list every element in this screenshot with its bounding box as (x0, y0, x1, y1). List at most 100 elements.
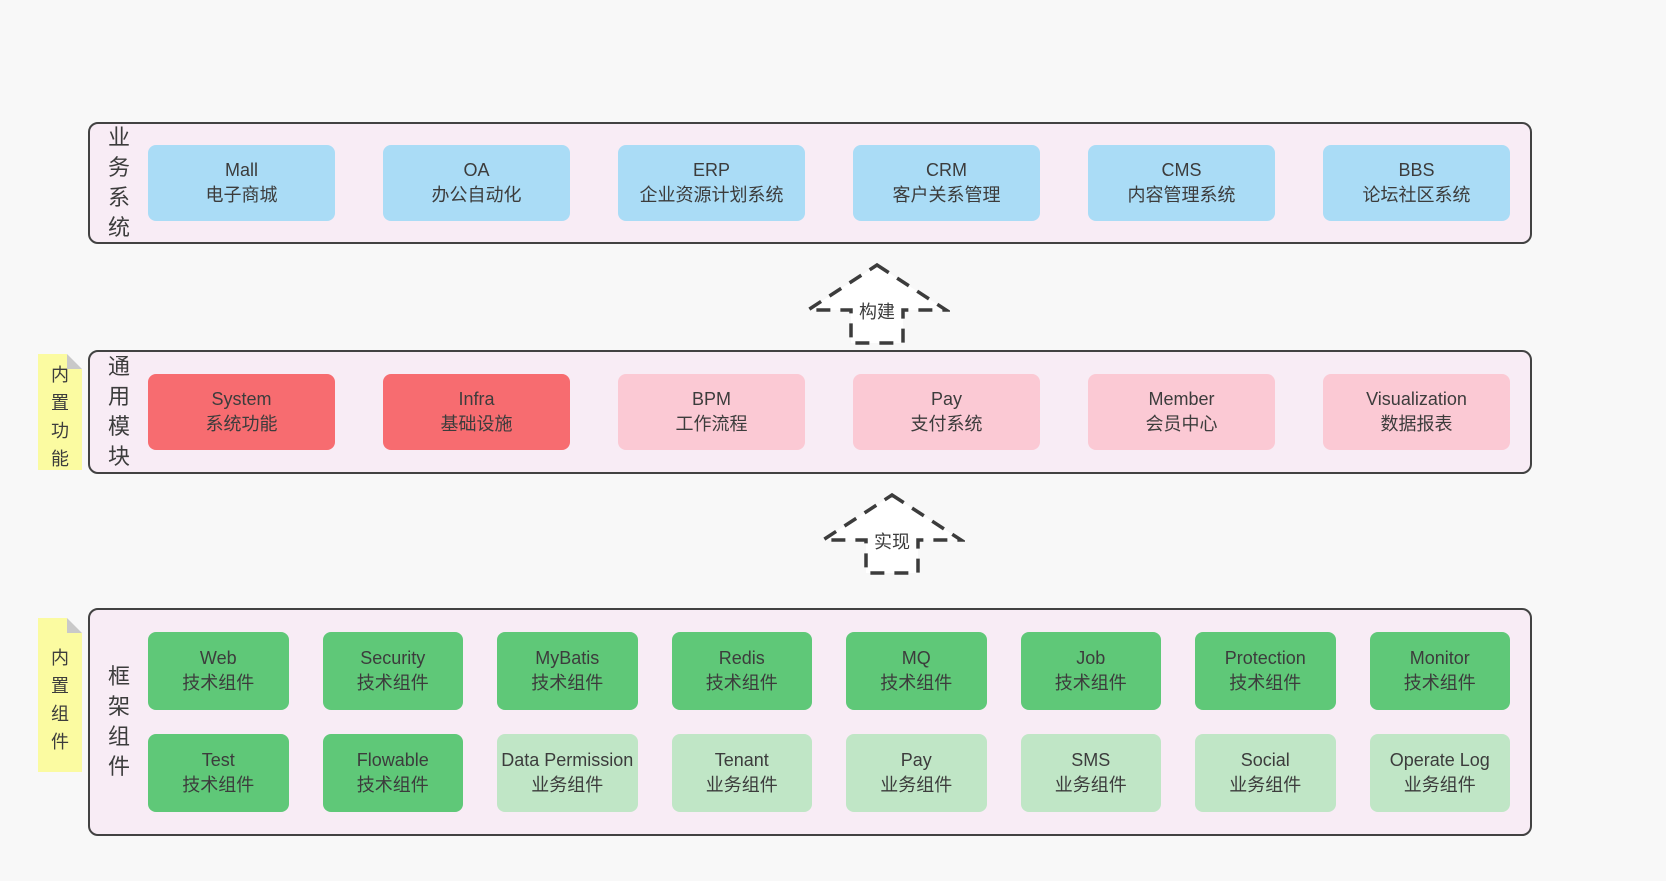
box-erp: ERP 企业资源计划系统 (618, 145, 805, 221)
layer-framework-components: 框架组件 Web 技术组件 Security 技术组件 MyBatis 技术组件… (88, 608, 1532, 836)
folded-corner-icon (67, 354, 82, 369)
box-title: MQ (901, 648, 931, 668)
box-mybatis: MyBatis 技术组件 (497, 632, 638, 710)
box-title: Mall (224, 160, 258, 180)
box-subtitle: 业务组件 (1403, 775, 1476, 795)
box-title: ERP (692, 160, 730, 180)
box-mq: MQ 技术组件 (846, 632, 987, 710)
box-operate-log: Operate Log 业务组件 (1369, 734, 1510, 812)
box-title: Infra (458, 389, 495, 409)
layer-modules-content: System 系统功能 Infra 基础设施 BPM 工作流程 Pay 支付系统… (148, 374, 1510, 450)
sticky-note-text: 内置组件 (51, 648, 69, 752)
box-subtitle: 会员中心 (1145, 414, 1218, 434)
box-subtitle: 工作流程 (675, 414, 748, 434)
box-title: Data Permission (501, 750, 634, 770)
layer-common-modules: 通用模块 System 系统功能 Infra 基础设施 BPM 工作流程 Pay… (88, 350, 1532, 474)
box-title: Test (201, 750, 235, 770)
sticky-note-built-in-components: 内置组件 (38, 618, 82, 772)
box-subtitle: 技术组件 (182, 775, 255, 795)
box-bpm: BPM 工作流程 (618, 374, 805, 450)
box-subtitle: 企业资源计划系统 (639, 185, 784, 205)
box-monitor: Monitor 技术组件 (1369, 632, 1510, 710)
box-subtitle: 技术组件 (182, 673, 255, 693)
box-tenant: Tenant 业务组件 (671, 734, 812, 812)
box-job: Job 技术组件 (1020, 632, 1161, 710)
sticky-note-text: 内置功能 (51, 365, 69, 469)
box-subtitle: 电子商城 (205, 185, 278, 205)
box-subtitle: 技术组件 (531, 673, 604, 693)
box-subtitle: 业务组件 (880, 775, 953, 795)
up-arrow-implement: 实现 (819, 492, 965, 576)
box-title: Protection (1224, 648, 1306, 668)
box-subtitle: 支付系统 (910, 414, 983, 434)
box-flowable: Flowable 技术组件 (322, 734, 463, 812)
box-title: Redis (718, 648, 765, 668)
box-title: CMS (1161, 160, 1202, 180)
box-crm: CRM 客户关系管理 (853, 145, 1040, 221)
box-subtitle: 技术组件 (880, 673, 953, 693)
box-cms: CMS 内容管理系统 (1088, 145, 1275, 221)
box-title: Tenant (714, 750, 769, 770)
box-subtitle: 数据报表 (1380, 414, 1453, 434)
box-sms: SMS 业务组件 (1020, 734, 1161, 812)
box-subtitle: 技术组件 (1054, 673, 1127, 693)
box-subtitle: 技术组件 (1229, 673, 1302, 693)
box-subtitle: 内容管理系统 (1127, 185, 1236, 205)
layer-label-business: 业务系统 (107, 125, 130, 240)
box-title: Monitor (1409, 648, 1470, 668)
box-oa: OA 办公自动化 (383, 145, 570, 221)
box-subtitle: 技术组件 (705, 673, 778, 693)
box-visualization: Visualization 数据报表 (1323, 374, 1510, 450)
box-title: System (211, 389, 272, 409)
box-subtitle: 业务组件 (1054, 775, 1127, 795)
arrow-label-implement: 实现 (871, 528, 913, 554)
components-row-1: Web 技术组件 Security 技术组件 MyBatis 技术组件 Redi… (148, 632, 1510, 710)
box-title: Social (1240, 750, 1290, 770)
box-mall: Mall 电子商城 (148, 145, 335, 221)
sticky-note-built-in-features: 内置功能 (38, 354, 82, 470)
box-social: Social 业务组件 (1195, 734, 1336, 812)
layer-label-components: 框架组件 (107, 664, 130, 779)
box-pay-component: Pay 业务组件 (846, 734, 987, 812)
box-system: System 系统功能 (148, 374, 335, 450)
layer-business-systems: 业务系统 Mall 电子商城 OA 办公自动化 ERP 企业资源计划系统 CRM… (88, 122, 1532, 244)
box-title: CRM (926, 160, 967, 180)
arrow-label-build: 构建 (856, 298, 898, 324)
box-subtitle: 办公自动化 (431, 185, 522, 205)
box-infra: Infra 基础设施 (383, 374, 570, 450)
box-title: Pay (930, 389, 963, 409)
box-subtitle: 业务组件 (1229, 775, 1302, 795)
business-row: Mall 电子商城 OA 办公自动化 ERP 企业资源计划系统 CRM 客户关系… (148, 145, 1510, 221)
box-title: SMS (1071, 750, 1111, 770)
modules-row: System 系统功能 Infra 基础设施 BPM 工作流程 Pay 支付系统… (148, 374, 1510, 450)
box-subtitle: 基础设施 (440, 414, 513, 434)
box-subtitle: 论坛社区系统 (1362, 185, 1471, 205)
folded-corner-icon (67, 618, 82, 633)
box-title: Operate Log (1389, 750, 1490, 770)
box-subtitle: 技术组件 (356, 775, 429, 795)
up-arrow-build: 构建 (804, 262, 950, 346)
box-title: OA (463, 160, 490, 180)
box-subtitle: 客户关系管理 (892, 185, 1001, 205)
layer-business-content: Mall 电子商城 OA 办公自动化 ERP 企业资源计划系统 CRM 客户关系… (148, 145, 1510, 221)
layer-components-content: Web 技术组件 Security 技术组件 MyBatis 技术组件 Redi… (148, 632, 1510, 812)
box-subtitle: 业务组件 (705, 775, 778, 795)
box-subtitle: 系统功能 (205, 414, 278, 434)
box-bbs: BBS 论坛社区系统 (1323, 145, 1510, 221)
box-title: Flowable (356, 750, 429, 770)
box-security: Security 技术组件 (322, 632, 463, 710)
box-title: BBS (1398, 160, 1435, 180)
box-web: Web 技术组件 (148, 632, 289, 710)
components-row-2: Test 技术组件 Flowable 技术组件 Data Permission … (148, 734, 1510, 812)
box-title: Member (1148, 389, 1215, 409)
box-title: Security (360, 648, 426, 668)
box-title: Pay (900, 750, 932, 770)
box-test: Test 技术组件 (148, 734, 289, 812)
box-title: BPM (691, 389, 731, 409)
box-title: Job (1076, 648, 1106, 668)
box-title: Visualization (1366, 389, 1467, 409)
box-subtitle: 技术组件 (356, 673, 429, 693)
box-pay-system: Pay 支付系统 (853, 374, 1040, 450)
box-data-permission: Data Permission 业务组件 (497, 734, 638, 812)
